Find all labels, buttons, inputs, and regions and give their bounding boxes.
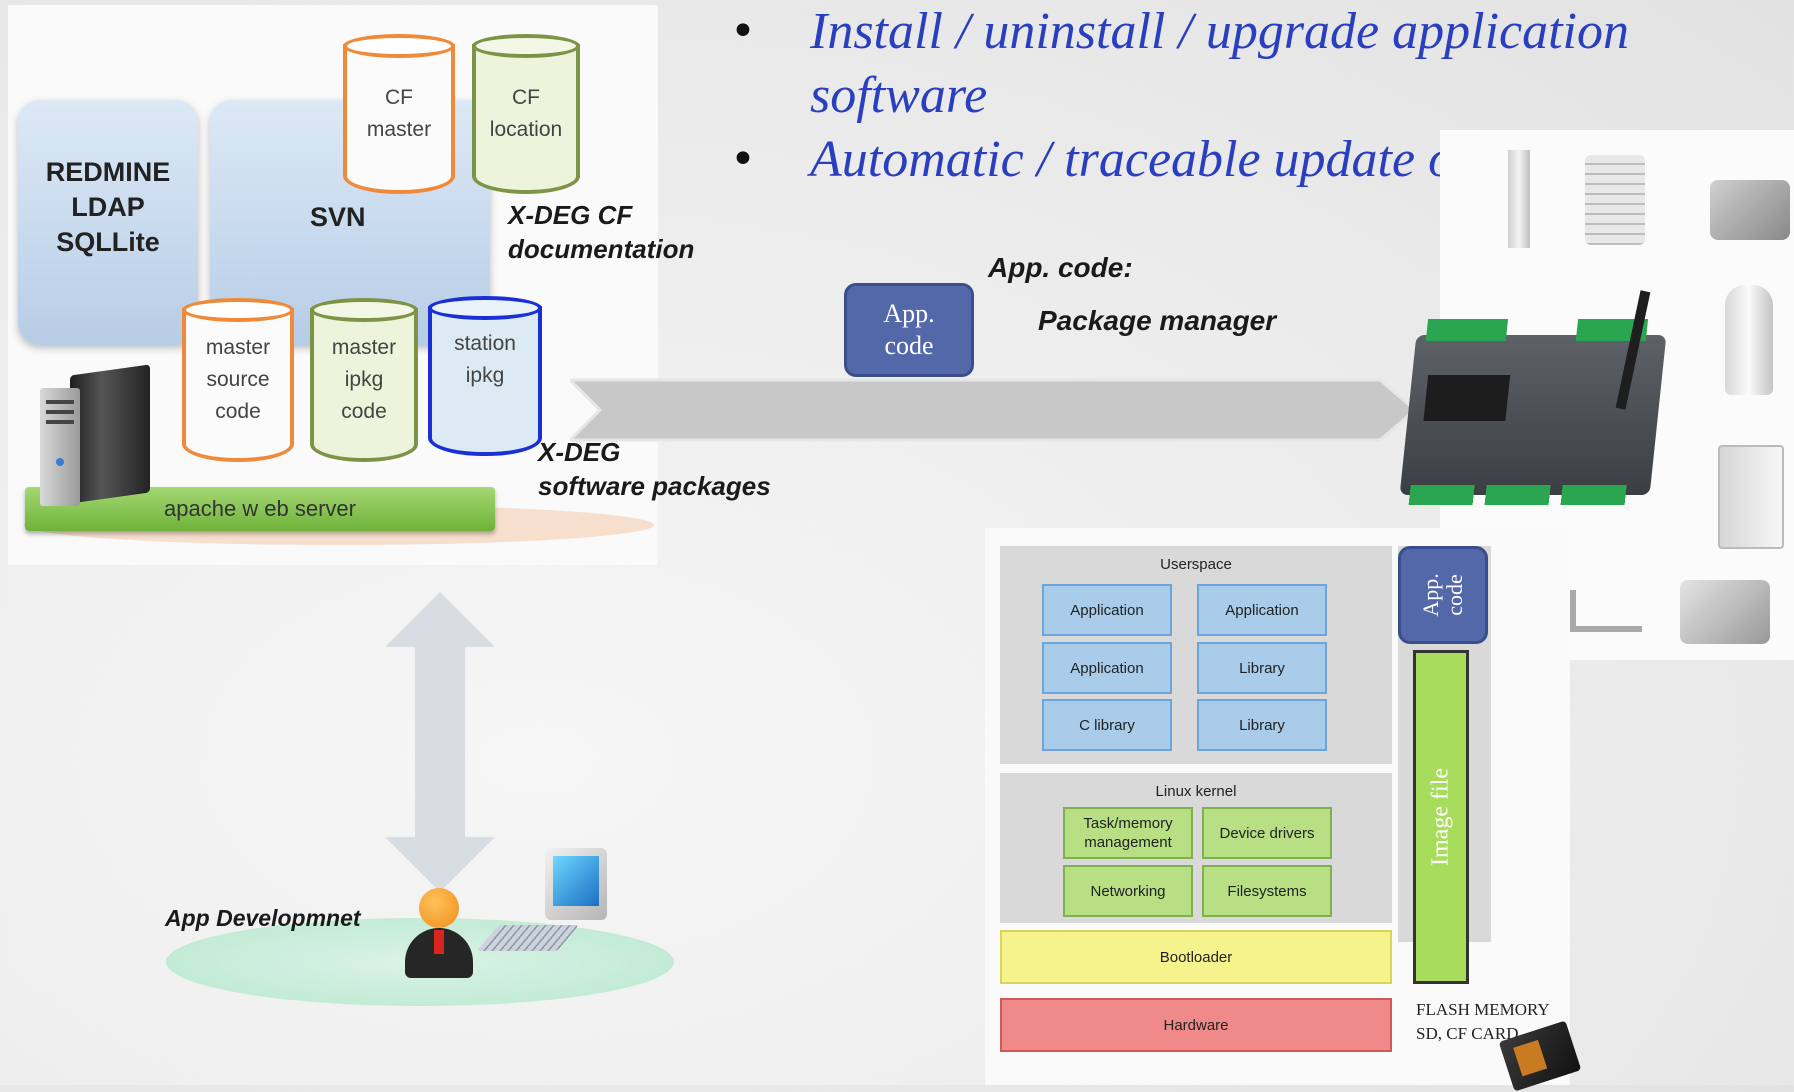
- enclosure-icon: [1718, 445, 1784, 549]
- server-tower-icon: [40, 364, 155, 506]
- filesystems-box: Filesystems: [1202, 865, 1332, 917]
- image-file-label: Image file: [1427, 768, 1454, 866]
- cf-location-label: location: [489, 118, 563, 141]
- userspace-label: Userspace: [1160, 556, 1232, 573]
- application-box: Application: [1042, 642, 1172, 694]
- packages-line: software packages: [538, 471, 771, 501]
- bullet-text: software: [810, 67, 988, 124]
- bullet-text: Install / uninstall / upgrade applicatio…: [810, 3, 1629, 60]
- app-code-vertical-button[interactable]: App. code: [1398, 546, 1488, 644]
- deploy-arrow: [570, 378, 1418, 442]
- bullet-dot-icon: •: [730, 134, 756, 185]
- master-ipkg-cylinder: master ipkg code: [310, 298, 418, 462]
- hardware-layer: Hardware: [1000, 998, 1392, 1052]
- task-memory-box: Task/memory management: [1063, 807, 1193, 859]
- flash-memory-label: FLASH MEMORY SD, CF CARD: [1416, 998, 1550, 1046]
- master-source-label: code: [215, 400, 261, 423]
- device-drivers-box: Device drivers: [1202, 807, 1332, 859]
- radiation-shield-icon: [1585, 155, 1645, 245]
- cf-master-label: CF: [385, 86, 413, 109]
- cf-master-label: master: [366, 118, 432, 141]
- cf-doc-line: documentation: [508, 234, 695, 264]
- master-source-label: master: [205, 336, 271, 359]
- ldap-label: LDAP: [71, 192, 145, 222]
- station-ipkg-label: station: [454, 332, 516, 355]
- application-box: Application: [1042, 584, 1172, 636]
- developer-label: App Developmnet: [165, 905, 361, 931]
- master-ipkg-label: ipkg: [344, 368, 384, 391]
- svn-label: SVN: [310, 202, 366, 232]
- kernel-layer: Linux kernel: [1000, 773, 1392, 923]
- bracket-icon: [1570, 590, 1642, 632]
- package-manager-label: Package manager: [1038, 305, 1277, 336]
- library-box: Library: [1197, 642, 1327, 694]
- software-packages-label: X-DEG software packages: [538, 435, 771, 503]
- probe-icon: [1725, 285, 1773, 395]
- flash-line: FLASH MEMORY: [1416, 1000, 1550, 1019]
- web-server-label: apache w eb server: [164, 496, 356, 521]
- station-ipkg-label: ipkg: [465, 364, 505, 387]
- networking-box: Networking: [1063, 865, 1193, 917]
- app-code-title: App. code:: [988, 252, 1133, 283]
- cf-location-label: CF: [512, 86, 540, 109]
- master-source-label: source: [206, 368, 270, 391]
- cf-master-cylinder: CF master: [343, 34, 455, 194]
- packages-line: X-DEG: [538, 437, 621, 467]
- flash-line: SD, CF CARD: [1416, 1024, 1519, 1043]
- sensor-box-icon: [1710, 180, 1790, 240]
- image-file-bar: Image file: [1413, 650, 1469, 984]
- kernel-label: Linux kernel: [1155, 783, 1237, 800]
- application-box: Application: [1197, 584, 1327, 636]
- redmine-label: REDMINE: [45, 157, 171, 187]
- station-ipkg-cylinder: station ipkg: [428, 296, 542, 456]
- sqllite-label: SQLLite: [56, 227, 160, 257]
- master-ipkg-label: master: [331, 336, 397, 359]
- library-box: Library: [1197, 699, 1327, 751]
- app-code-btn-label: App.: [883, 299, 935, 328]
- monitor-icon: [545, 848, 607, 920]
- bootloader-layer: Bootloader: [1000, 930, 1392, 984]
- c-library-box: C library: [1042, 699, 1172, 751]
- master-ipkg-label: code: [341, 400, 387, 423]
- developer-person-icon: [405, 888, 473, 980]
- bidirectional-arrow: [385, 592, 495, 892]
- app-code-button[interactable]: App. code: [844, 283, 974, 377]
- cf-doc-line: X-DEG CF: [508, 200, 633, 230]
- bullet-dot-icon: •: [730, 6, 756, 57]
- sensor-icon: [1508, 150, 1530, 248]
- cf-documentation-label: X-DEG CF documentation: [508, 198, 694, 266]
- cf-location-cylinder: CF location: [472, 34, 580, 194]
- redmine-box: REDMINE LDAP SQLLite: [18, 100, 198, 345]
- app-code-btn-label: code: [884, 331, 934, 360]
- app-code-vertical-label: code: [1442, 574, 1467, 616]
- bullet-item: • Install / uninstall / upgrade applicat…: [730, 0, 1790, 128]
- app-code-vertical-label: App.: [1418, 573, 1443, 617]
- master-source-cylinder: master source code: [182, 298, 294, 462]
- camera-icon: [1680, 580, 1770, 644]
